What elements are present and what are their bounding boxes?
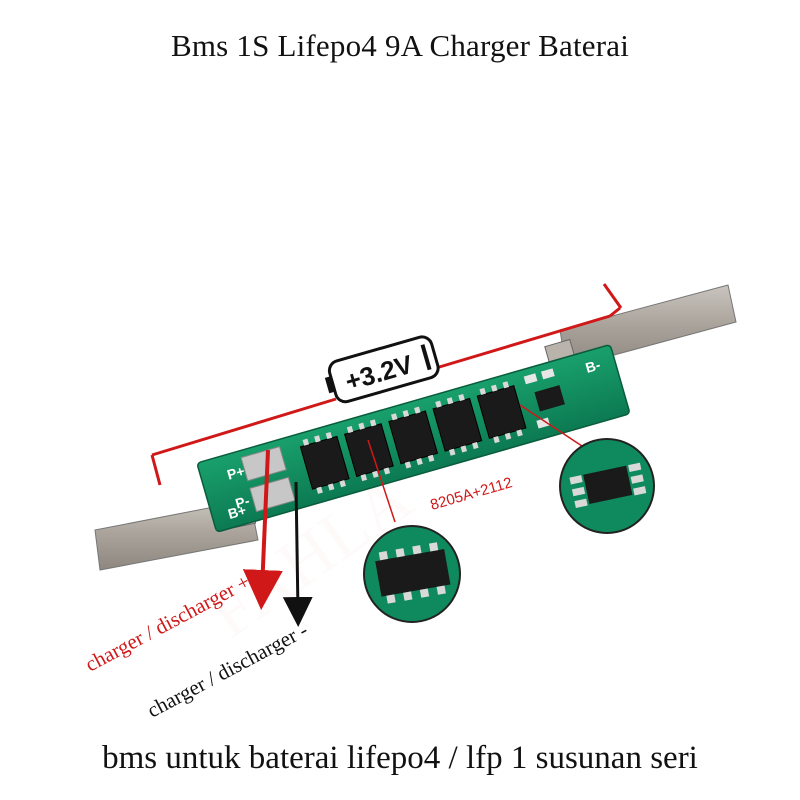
voltage-badge: +3.2V <box>324 335 440 404</box>
arrow-positive <box>242 449 283 610</box>
magnifier-mosfet <box>363 525 461 623</box>
dimension-bracket <box>150 283 623 486</box>
pad-label-p-minus: P- <box>233 492 251 511</box>
chip-leader-lines <box>367 404 589 523</box>
magnifier-ic <box>559 438 655 534</box>
arrow-negative <box>282 481 313 627</box>
page-title: Bms 1S Lifepo4 9A Charger Baterai <box>170 28 630 63</box>
pad-label-b-plus: B+ <box>226 502 248 522</box>
chip-label: 8205A+2112 <box>428 474 514 514</box>
pcb-board: B+ P+ P- B- <box>197 344 630 533</box>
pad-p-minus <box>249 476 296 513</box>
page-caption: bms untuk baterai lifepo4 / lfp 1 susuna… <box>102 740 698 776</box>
protection-ic <box>523 368 565 429</box>
pad-label-p-plus: P+ <box>225 463 246 483</box>
pad-label-b-minus: B- <box>584 356 603 376</box>
mosfet-row <box>299 385 527 490</box>
